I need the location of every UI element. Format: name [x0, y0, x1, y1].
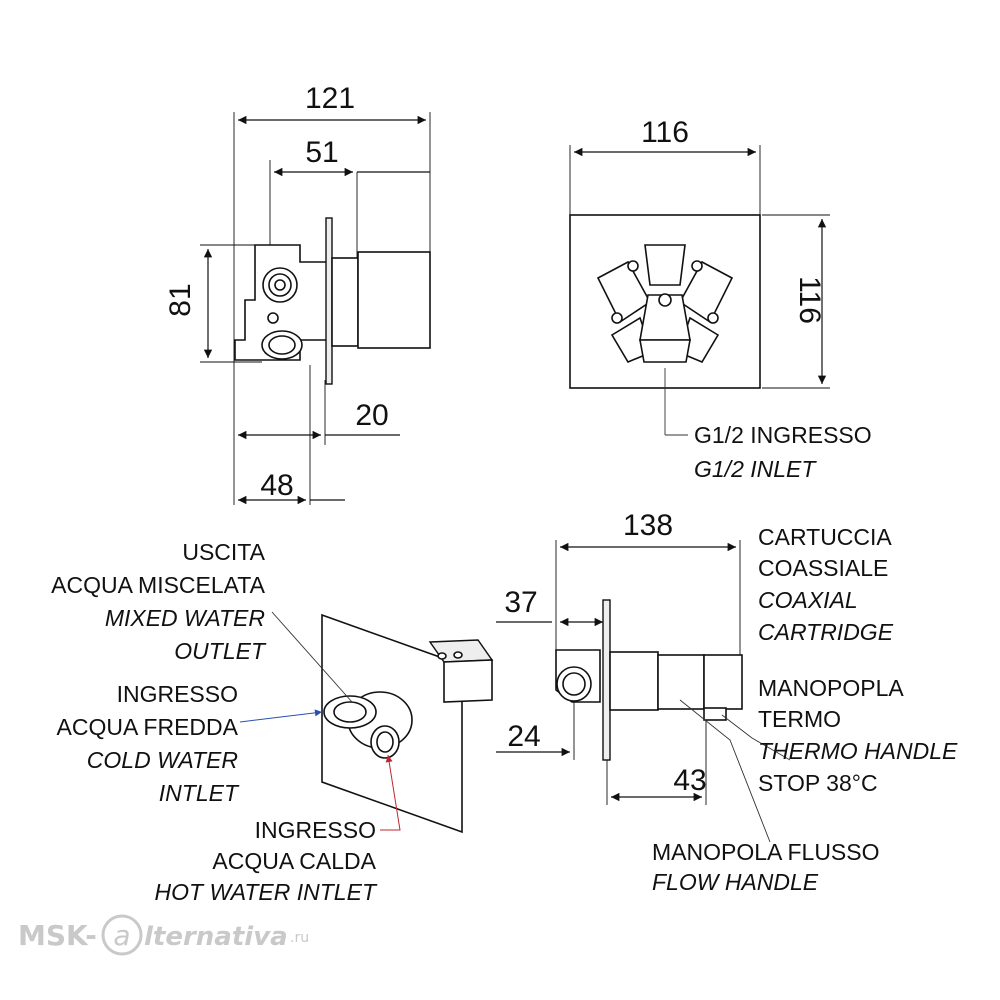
dim-overall-width: 121 [305, 82, 355, 115]
label-cartridge-it-2: COASSIALE [758, 555, 888, 581]
dim-handle-depth: 43 [673, 764, 706, 797]
watermark-left: MSK- [18, 919, 97, 952]
front-view: 116 116 G1/2 INGRESSO G1/2 INLET [569, 116, 872, 482]
label-thermo-en: THERMO HANDLE [758, 738, 958, 764]
watermark-right: lternativa [144, 922, 288, 952]
label-inlet-it: G1/2 INGRESSO [694, 422, 872, 448]
label-cold-en-2: INTLET [159, 780, 240, 806]
watermark-domain: .ru [290, 930, 309, 946]
label-thermo-stop: STOP 38°C [758, 770, 878, 796]
dim-height: 81 [164, 283, 197, 316]
dim-front-width: 116 [641, 116, 689, 149]
label-inlet-en: G1/2 INLET [694, 456, 817, 482]
label-thermo-it-1: MANOPOPLA [758, 675, 904, 701]
label-cold-it-1: INGRESSO [117, 681, 238, 707]
label-hot-it-2: ACQUA CALDA [212, 848, 376, 874]
label-flow-it: MANOPOLA FLUSSO [652, 839, 880, 865]
label-cold-it-2: ACQUA FREDDA [57, 714, 239, 740]
watermark-logo: MSK- a lternativa .ru [18, 914, 309, 956]
label-cartridge-en-2: CARTRIDGE [758, 619, 894, 645]
label-outlet-en-2: OUTLET [174, 638, 267, 664]
label-outlet-it-1: USCITA [182, 539, 265, 565]
label-flow-en: FLOW HANDLE [652, 869, 819, 895]
watermark-mark: a [113, 919, 130, 952]
side-view-2: 138 37 24 43 CARTUCCIA COASSIALE COAXIAL… [496, 509, 958, 895]
label-cartridge-it-1: CARTUCCIA [758, 524, 892, 550]
side-view: 121 51 81 20 48 [164, 82, 431, 505]
watermark-mark-ring [101, 914, 143, 956]
dim-body-depth: 48 [260, 469, 293, 502]
label-hot-en: HOT WATER INTLET [155, 879, 378, 905]
label-thermo-it-2: TERMO [758, 706, 841, 732]
label-hot-it-1: INGRESSO [255, 817, 376, 843]
cartridge-outline [596, 244, 734, 364]
dim-inlet-offset: 24 [507, 720, 540, 753]
dim-front-height: 116 [793, 276, 826, 324]
label-cold-en-1: COLD WATER [87, 747, 238, 773]
iso-view: USCITA ACQUA MISCELATA MIXED WATER OUTLE… [51, 539, 494, 905]
dim-plate-depth: 20 [355, 399, 388, 432]
dim-outlet-offset: 37 [504, 586, 537, 619]
dim-inner-width: 51 [305, 136, 338, 169]
label-cartridge-en-1: COAXIAL [758, 587, 858, 613]
label-outlet-it-2: ACQUA MISCELATA [51, 572, 266, 598]
dim-overall-depth: 138 [623, 509, 673, 542]
label-outlet-en-1: MIXED WATER [105, 605, 265, 631]
